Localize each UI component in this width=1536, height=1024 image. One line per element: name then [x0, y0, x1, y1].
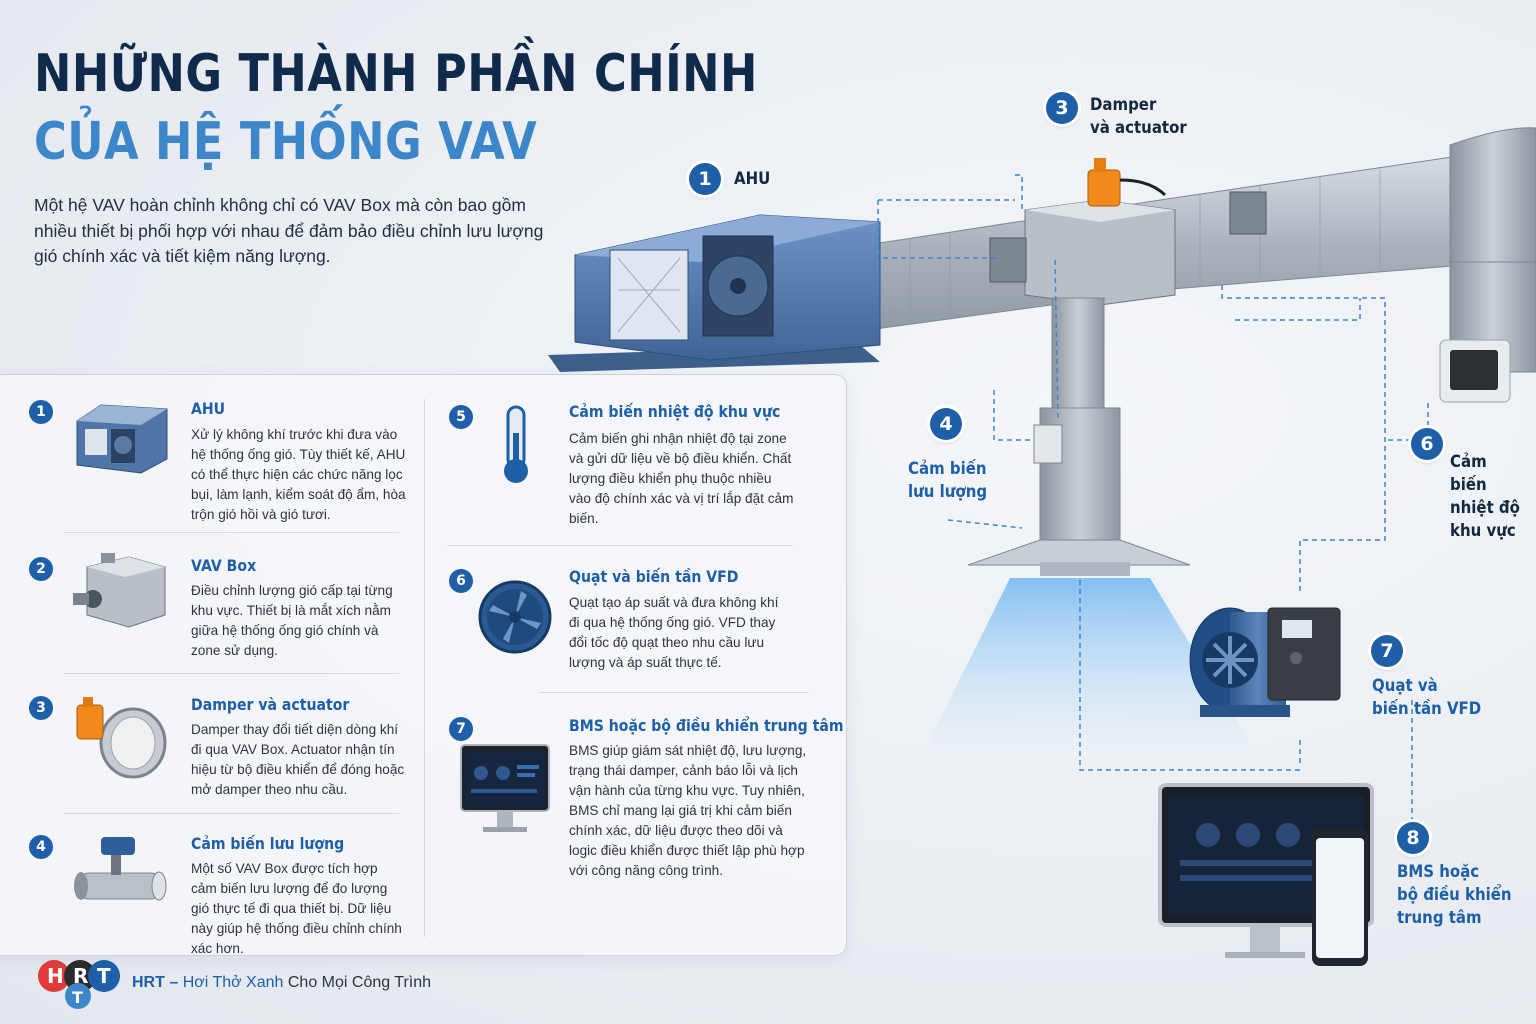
svg-text:R: R — [73, 964, 88, 988]
callout-badge-8: 8 — [1397, 822, 1429, 854]
item-number: 6 — [449, 569, 473, 593]
vav-box — [989, 191, 1267, 306]
footer-slogan-rest: Cho Mọi Công Trình — [283, 974, 432, 991]
item-description: Xử lý không khí trước khi đưa vào hệ thố… — [191, 427, 406, 522]
callout-badge-3: 3 — [1046, 92, 1078, 124]
item-description: Điều chỉnh lượng gió cấp tại từng khu vự… — [191, 583, 393, 658]
hrt-logo: H R T T — [38, 960, 120, 1009]
zone-temperature-sensor — [1439, 339, 1511, 403]
intro-text: Một hệ VAV hoàn chỉnh không chỉ có VAV B… — [34, 195, 544, 266]
item-title: Damper và actuator — [191, 695, 350, 714]
callout-badge-1: 1 — [689, 163, 721, 195]
footer-slogan-highlight: Hơi Thở Xanh — [182, 974, 284, 991]
divider — [539, 692, 809, 693]
column-divider — [424, 399, 425, 937]
thermometer-icon — [504, 405, 528, 483]
item-title: VAV Box — [191, 556, 257, 575]
item-description: Damper thay đổi tiết diện dòng khí đi qu… — [191, 722, 405, 797]
bms-monitor-icon — [460, 744, 550, 832]
item-description: Cảm biến ghi nhận nhiệt độ tại zone và g… — [569, 431, 794, 526]
callout-badge-4: 4 — [930, 408, 962, 440]
footer-dash: – — [164, 974, 183, 991]
item-number: 2 — [29, 557, 53, 581]
item-number: 4 — [29, 835, 53, 859]
damper-actuator-icon — [76, 697, 167, 779]
page-title-line1: NHỮNG THÀNH PHẦN CHÍNH — [34, 44, 758, 104]
damper-actuator — [1087, 158, 1167, 207]
item-description: Một số VAV Box được tích hợp cảm biến lư… — [191, 861, 402, 956]
item-title: Quạt và biến tần VFD — [569, 567, 739, 586]
footer-brand: HRT — [132, 974, 165, 991]
bms-monitor — [1158, 783, 1374, 966]
item-title: Cảm biến nhiệt độ khu vực — [569, 402, 781, 421]
fan-icon — [478, 580, 552, 654]
item-title: AHU — [191, 399, 226, 418]
page-title-line2: CỦA HỆ THỐNG VAV — [34, 112, 538, 172]
drop-duct — [967, 297, 1191, 576]
fan-and-vfd — [1189, 607, 1341, 717]
divider — [447, 545, 793, 546]
ahu-unit — [548, 214, 881, 372]
svg-text:H: H — [47, 964, 64, 988]
ahu-icon — [76, 404, 168, 474]
footer-slogan: HRT – Hơi Thở Xanh Cho Mọi Công Trình — [132, 974, 431, 992]
svg-text:T: T — [97, 964, 111, 988]
divider — [63, 532, 399, 533]
airflow-sensor-icon — [74, 837, 167, 901]
callout-badge-6: 6 — [1411, 428, 1443, 460]
callout-badge-7: 7 — [1371, 635, 1403, 667]
item-title: Cảm biến lưu lượng — [191, 834, 345, 853]
divider — [63, 673, 399, 674]
item-description: BMS giúp giám sát nhiệt độ, lưu lượng, t… — [569, 743, 807, 878]
supply-air-flow — [920, 578, 1260, 760]
item-title: BMS hoặc bộ điều khiển trung tâm — [569, 716, 844, 735]
callout-label-ahu: AHU — [734, 169, 771, 189]
svg-text:T: T — [72, 988, 83, 1007]
item-number: 5 — [449, 405, 473, 429]
item-number: 7 — [449, 717, 473, 741]
divider — [63, 813, 399, 814]
vav-box-icon — [73, 553, 166, 628]
components-panel: 1 AHU Xử lý không khí trước khi đưa vào … — [0, 374, 847, 956]
item-number: 1 — [29, 400, 53, 424]
item-number: 3 — [29, 696, 53, 720]
item-description: Quạt tạo áp suất và đưa không khí đi qua… — [569, 595, 779, 670]
